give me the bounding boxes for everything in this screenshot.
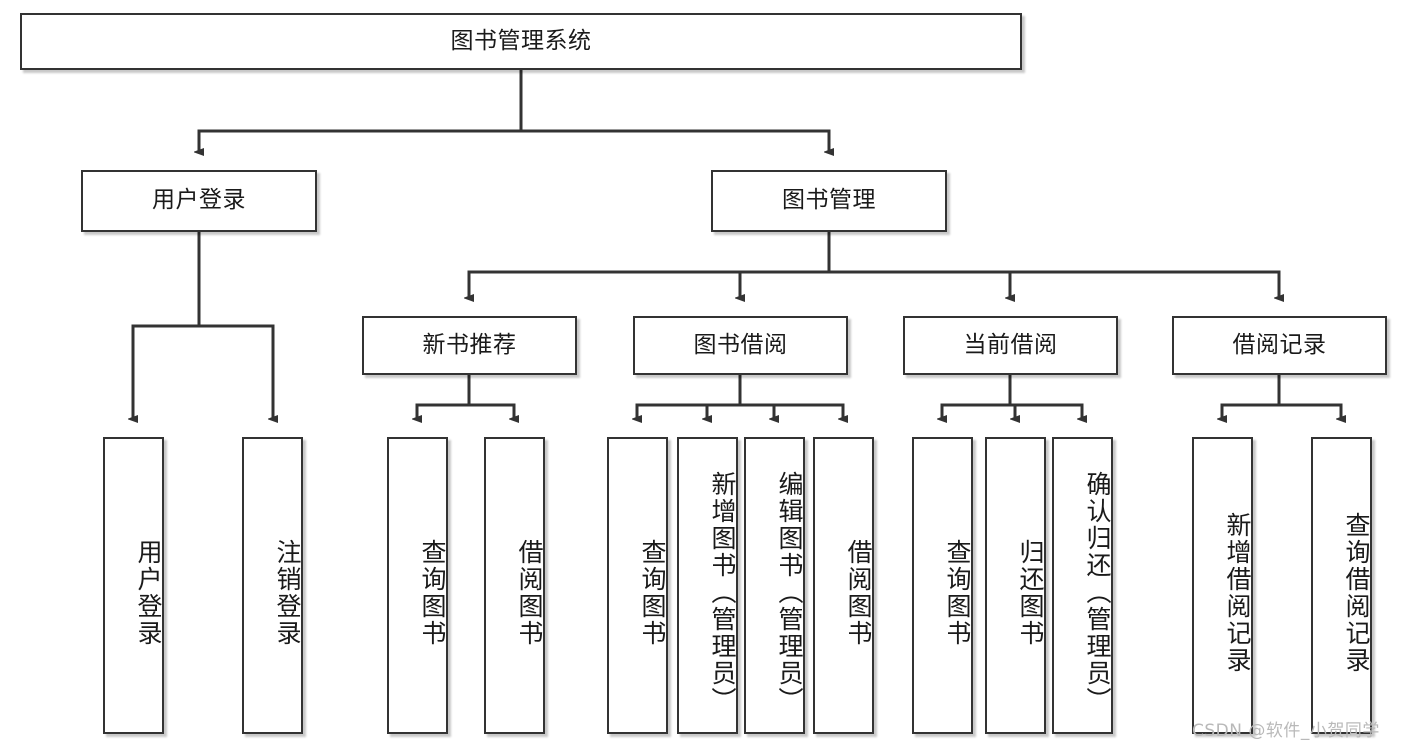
node-root-label: 图书管理系统 (450, 27, 592, 54)
node-leaf-query-book-2[interactable]: 查询图书 (607, 437, 668, 734)
node-book-borrow[interactable]: 图书借阅 (633, 316, 848, 375)
node-leaf-borrow-book-2-label: 借阅图书 (844, 538, 873, 647)
csdn-watermark: CSDN @软件_小贺同学 (1192, 721, 1380, 741)
node-leaf-query-borrow-record[interactable]: 查询借阅记录 (1311, 437, 1372, 734)
node-leaf-logout-login-label: 注销登录 (273, 538, 302, 647)
node-leaf-user-login[interactable]: 用户登录 (103, 437, 164, 734)
node-leaf-return-book-label: 归还图书 (1016, 538, 1045, 647)
node-leaf-borrow-book-1-label: 借阅图书 (515, 538, 544, 647)
node-book-borrow-label: 图书借阅 (693, 331, 788, 358)
node-book-management-label: 图书管理 (782, 187, 876, 214)
node-user-login[interactable]: 用户登录 (81, 170, 317, 232)
node-borrow-record[interactable]: 借阅记录 (1172, 316, 1387, 375)
node-leaf-add-book-admin-label: 新增图书（管理员） (708, 471, 737, 714)
node-leaf-logout-login[interactable]: 注销登录 (242, 437, 303, 734)
node-new-book-recommend[interactable]: 新书推荐 (362, 316, 577, 375)
node-leaf-borrow-book-1[interactable]: 借阅图书 (484, 437, 545, 734)
node-leaf-user-login-label: 用户登录 (134, 538, 163, 647)
node-new-book-recommend-label: 新书推荐 (422, 331, 517, 358)
node-leaf-query-book-3-label: 查询图书 (943, 538, 972, 647)
node-leaf-add-book-admin[interactable]: 新增图书（管理员） (677, 437, 738, 734)
node-leaf-borrow-book-2[interactable]: 借阅图书 (813, 437, 874, 734)
node-leaf-query-book-3[interactable]: 查询图书 (912, 437, 973, 734)
node-leaf-query-book-2-label: 查询图书 (638, 538, 667, 647)
node-current-borrow-label: 当前借阅 (963, 331, 1058, 358)
node-book-management[interactable]: 图书管理 (711, 170, 947, 232)
node-leaf-edit-book-admin-label: 编辑图书（管理员） (775, 471, 804, 714)
node-root[interactable]: 图书管理系统 (20, 13, 1022, 70)
node-borrow-record-label: 借阅记录 (1232, 331, 1327, 358)
node-leaf-return-book[interactable]: 归还图书 (985, 437, 1046, 734)
node-leaf-edit-book-admin[interactable]: 编辑图书（管理员） (744, 437, 805, 734)
node-user-login-label: 用户登录 (152, 187, 246, 214)
node-leaf-confirm-return-admin-label: 确认归还（管理员） (1083, 471, 1112, 714)
node-leaf-confirm-return-admin[interactable]: 确认归还（管理员） (1052, 437, 1113, 734)
node-leaf-query-borrow-record-label: 查询借阅记录 (1342, 511, 1371, 674)
node-leaf-add-borrow-record-label: 新增借阅记录 (1223, 511, 1252, 674)
node-leaf-add-borrow-record[interactable]: 新增借阅记录 (1192, 437, 1253, 734)
node-leaf-query-book-1[interactable]: 查询图书 (387, 437, 448, 734)
node-current-borrow[interactable]: 当前借阅 (903, 316, 1118, 375)
node-leaf-query-book-1-label: 查询图书 (418, 538, 447, 647)
